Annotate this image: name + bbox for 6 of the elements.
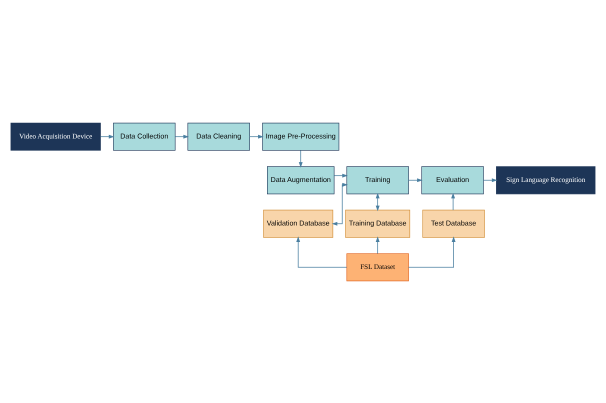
arrow: [296, 236, 348, 268]
arrow: [298, 150, 303, 168]
arrow: [408, 236, 456, 268]
arrow: [376, 236, 380, 254]
arrow: [332, 182, 348, 226]
arrow: [451, 192, 456, 210]
